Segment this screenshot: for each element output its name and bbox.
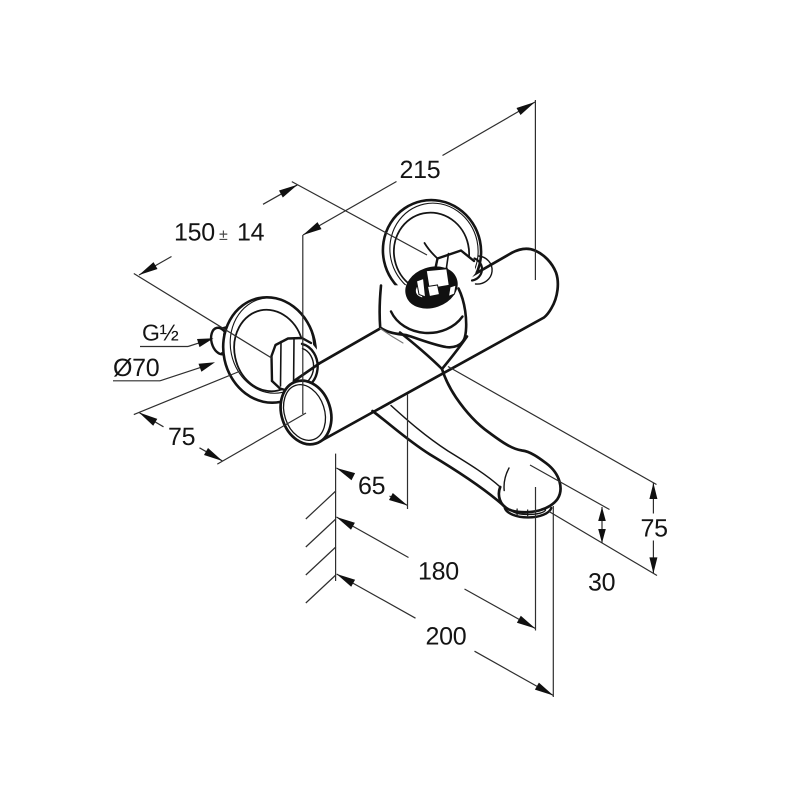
svg-text:180: 180 — [418, 558, 459, 586]
svg-text:200: 200 — [426, 623, 467, 651]
svg-text:30: 30 — [588, 569, 615, 597]
svg-text:150: 150 — [174, 219, 215, 247]
svg-text:75: 75 — [641, 515, 668, 543]
svg-text:215: 215 — [400, 156, 441, 184]
svg-text:65: 65 — [358, 472, 385, 500]
svg-text:Ø70: Ø70 — [113, 354, 159, 382]
svg-text:75: 75 — [168, 423, 195, 451]
svg-text:±: ± — [219, 227, 228, 244]
svg-text:14: 14 — [237, 219, 265, 247]
svg-text:G½: G½ — [142, 320, 179, 346]
